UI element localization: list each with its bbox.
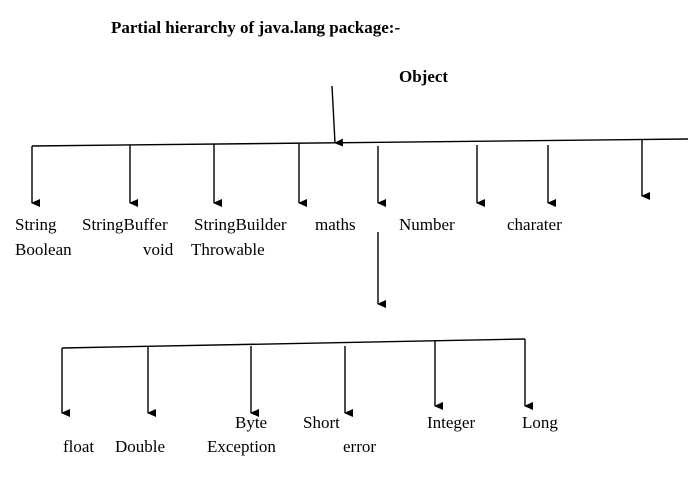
node-label-double: Double (115, 437, 166, 456)
bottom-bus-line (61, 338, 526, 349)
node-label-charater: charater (507, 215, 562, 234)
node-label-string: String (15, 215, 57, 234)
node-label-short: Short (303, 413, 340, 432)
top-bus-line (31, 138, 688, 147)
node-label-exception: Exception (207, 437, 276, 456)
node-label-long: Long (522, 413, 558, 432)
node-label-void: void (143, 240, 174, 259)
node-label-error: error (343, 437, 377, 456)
node-label-byte: Byte (235, 413, 268, 432)
node-label-boolean: Boolean (15, 240, 72, 259)
root-node-label: Object (399, 67, 449, 86)
root-connector-arrow (331, 85, 344, 147)
node-label-number: Number (399, 215, 455, 234)
node-label-stringbuilder: StringBuilder (194, 215, 287, 234)
node-label-maths: maths (315, 215, 356, 234)
node-label-throwable: Throwable (191, 240, 265, 259)
node-label-stringbuffer: StringBuffer (82, 215, 168, 234)
diagram-title: Partial hierarchy of java.lang package:- (111, 18, 401, 37)
node-label-float: float (63, 437, 95, 456)
node-label-integer: Integer (427, 413, 476, 432)
